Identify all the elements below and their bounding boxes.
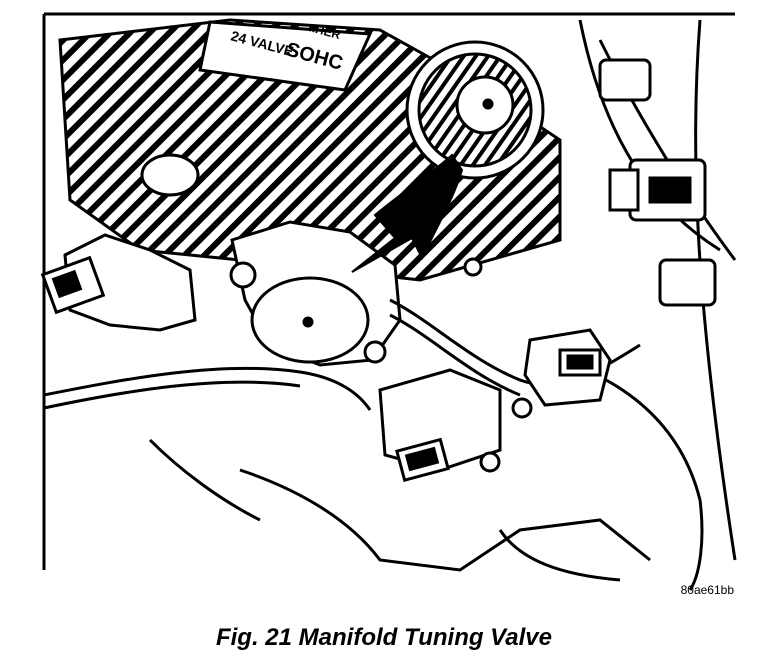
image-reference-code: 80ae61bb — [680, 583, 734, 597]
pointer-arrow — [351, 153, 464, 273]
illustration-frame — [42, 12, 735, 570]
left-electrical-connector — [40, 233, 197, 332]
manifold-tuning-valve-illustration: 24 VALVE SOHC ...HER — [40, 12, 737, 591]
ignition-coil-packs — [378, 328, 612, 483]
engine-block-lower — [148, 257, 651, 582]
figure-caption: Fig. 21 Manifold Tuning Valve — [215, 624, 553, 651]
fuel-injector-connectors — [598, 58, 717, 307]
manifold-tuning-valve — [229, 220, 402, 367]
throttle-body-disc — [405, 40, 545, 180]
